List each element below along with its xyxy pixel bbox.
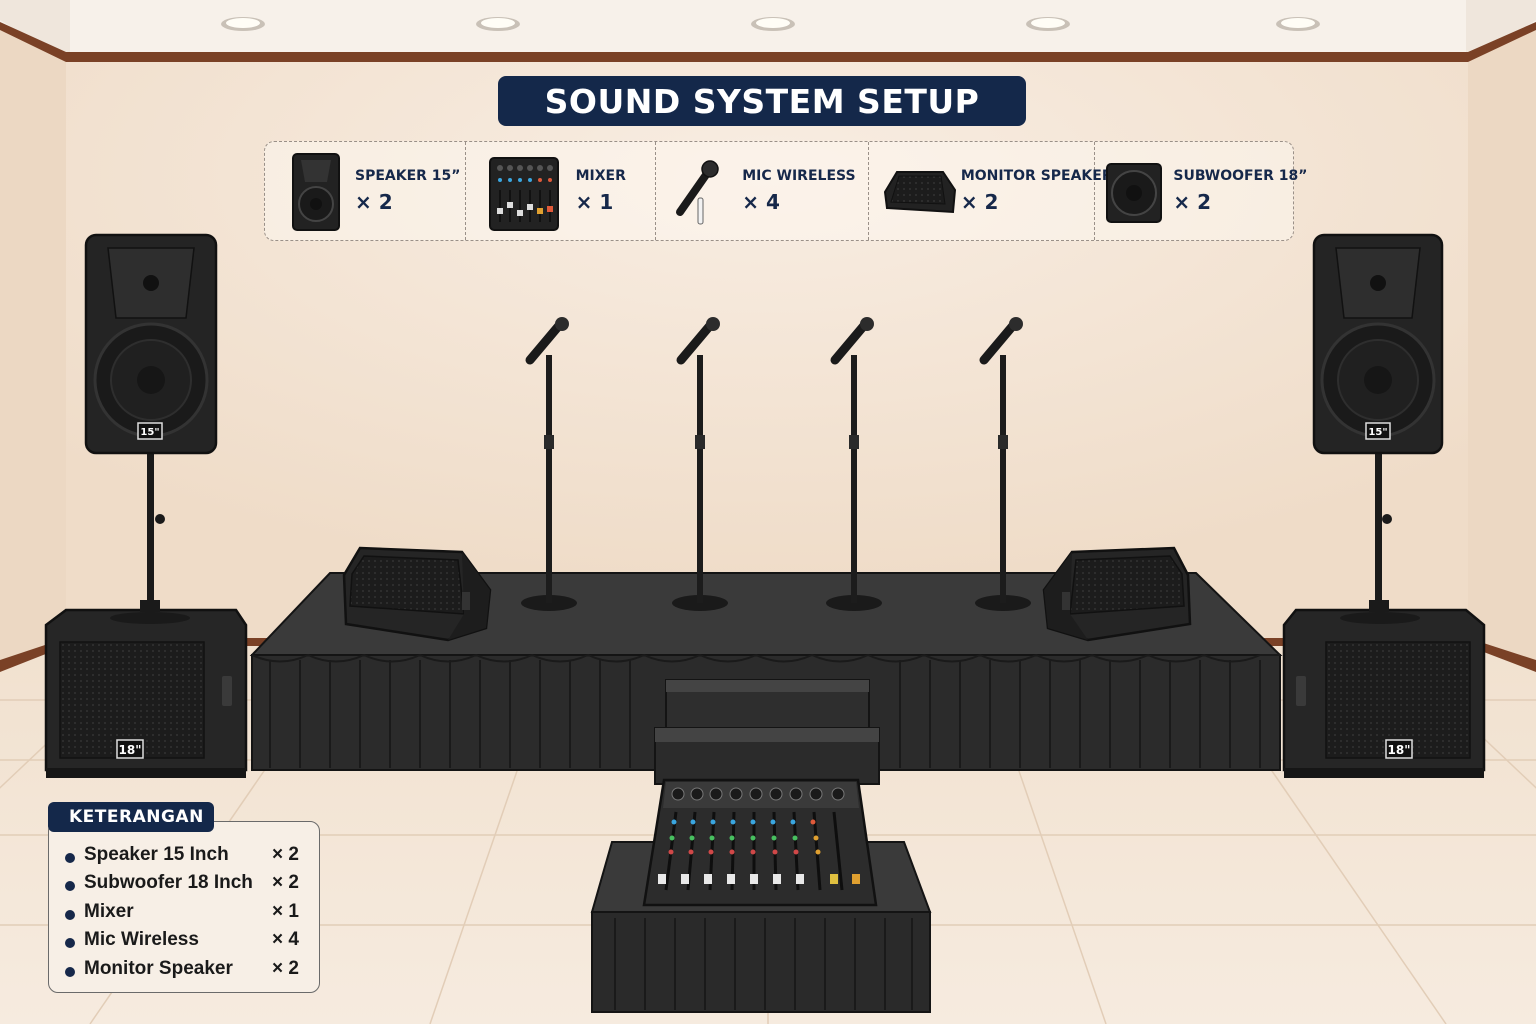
- inventory-item-name: MIC WIRELESS: [742, 168, 856, 184]
- ceiling-lights: [221, 17, 1320, 31]
- legend-item-label: Monitor Speaker: [84, 958, 233, 979]
- walls: [0, 22, 1536, 674]
- bullet-icon: [65, 881, 75, 891]
- inventory-item-qty: × 2: [1173, 190, 1212, 214]
- legend-item: Speaker 15 Inch × 2: [63, 844, 303, 870]
- inventory-item-qty: × 2: [355, 190, 393, 214]
- legend-item: Subwoofer 18 Inch × 2: [63, 872, 303, 898]
- legend-item-label: Mic Wireless: [84, 929, 199, 950]
- speaker-icon: [292, 153, 340, 231]
- subwoofer-left: [44, 608, 248, 778]
- svg-text:18": 18": [119, 743, 142, 757]
- speaker-size-badge-right: 15": [1365, 422, 1391, 440]
- microphone-icon: [676, 160, 719, 225]
- svg-text:15": 15": [140, 427, 159, 438]
- inventory-item-subwoofer: SUBWOOFER 18” × 2: [1095, 142, 1307, 240]
- ceiling: [0, 0, 1536, 62]
- inventory-item-mixer: MIXER × 1: [466, 142, 657, 240]
- mic-stand: [521, 317, 577, 611]
- inventory-item-speaker: SPEAKER 15” × 2: [265, 142, 466, 240]
- legend-box: Speaker 15 Inch × 2 Subwoofer 18 Inch × …: [48, 821, 320, 993]
- legend-item-label: Subwoofer 18 Inch: [84, 872, 253, 893]
- legend-item-qty: × 2: [272, 844, 299, 865]
- inventory-item-qty: × 2: [960, 190, 999, 214]
- monitor-speaker-icon: [883, 171, 956, 214]
- inventory-item-qty: × 4: [742, 190, 780, 214]
- bullet-icon: [65, 938, 75, 948]
- subwoofer-right: [1282, 608, 1486, 778]
- legend-item-qty: × 2: [272, 872, 299, 893]
- subwoofer-size-badge-right: 18": [1385, 739, 1413, 759]
- speaker-stand-left: [140, 452, 165, 612]
- mixer-icon: [488, 157, 559, 231]
- bullet-icon: [65, 967, 75, 977]
- legend-item: Mixer × 1: [63, 901, 303, 927]
- legend-item-label: Mixer: [84, 901, 134, 922]
- speaker-15-right: [1312, 233, 1444, 455]
- speaker-stand-right: [1369, 452, 1392, 612]
- inventory-item-name: MONITOR SPEAKER: [960, 168, 1113, 184]
- subwoofer-size-badge-left: 18": [116, 739, 144, 759]
- monitor-speaker-right: [1042, 546, 1192, 642]
- speaker-15-left: [84, 233, 218, 455]
- legend-item: Monitor Speaker × 2: [63, 958, 303, 984]
- inventory-item-name: SPEAKER 15”: [355, 168, 461, 184]
- mic-stand: [826, 317, 882, 611]
- stage-steps: [654, 679, 880, 785]
- inventory-item-monitor-speaker: MONITOR SPEAKER × 2: [869, 142, 1113, 240]
- legend-item-qty: × 4: [272, 929, 299, 950]
- bullet-icon: [65, 853, 75, 863]
- legend-item: Mic Wireless × 4: [63, 929, 303, 955]
- speaker-size-badge-left: 15": [137, 422, 163, 440]
- page-title: SOUND SYSTEM SETUP: [498, 76, 1026, 126]
- legend-item-qty: × 1: [272, 901, 299, 922]
- mic-stand: [975, 317, 1031, 611]
- mic-stand: [672, 317, 728, 611]
- inventory-item-name: SUBWOOFER 18”: [1173, 168, 1308, 184]
- legend-item-label: Speaker 15 Inch: [84, 844, 229, 865]
- subwoofer-icon: [1106, 163, 1163, 223]
- inventory-item-qty: × 1: [575, 190, 614, 214]
- inventory-item-mic: MIC WIRELESS × 4: [656, 142, 869, 240]
- inventory-item-name: MIXER: [575, 168, 626, 184]
- mixer-console: [642, 778, 878, 907]
- legend-title: KETERANGAN: [48, 802, 214, 832]
- svg-text:18": 18": [1388, 743, 1411, 757]
- svg-text:15": 15": [1368, 427, 1387, 438]
- monitor-speaker-left: [342, 546, 492, 642]
- legend-item-qty: × 2: [272, 958, 299, 979]
- equipment-inventory: SPEAKER 15” × 2 MIXER × 1 MIC WIRELESS ×…: [264, 141, 1307, 241]
- bullet-icon: [65, 910, 75, 920]
